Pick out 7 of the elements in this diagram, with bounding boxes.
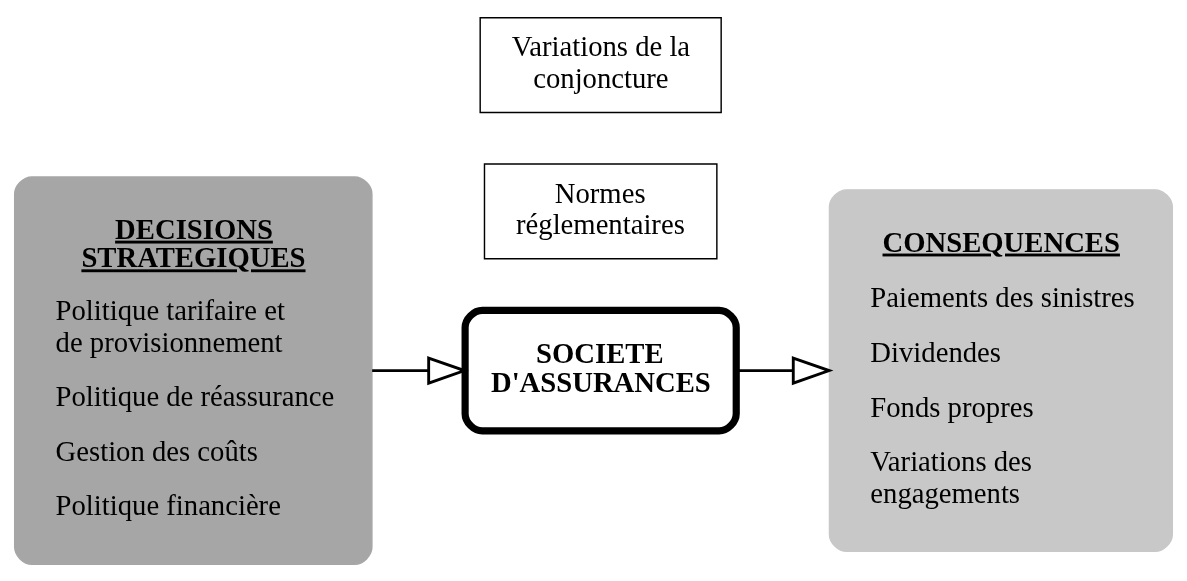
node-box: Variations de la conjoncture xyxy=(479,16,722,113)
node-box: CONSEQUENCES Paiements des sinistres Dividendes Fonds propres Variations des engagements xyxy=(828,188,1173,552)
node-box: DECISIONS STRATEGIQUES Politique tarifaire et de provisionnement Politique de réassurance Gestion des coûts Politique financière xyxy=(14,175,373,565)
arrow xyxy=(736,355,834,385)
node-box: Normes réglementaires xyxy=(483,162,718,259)
node-box: SOCIETE D'ASSURANCES xyxy=(461,306,740,434)
arrow xyxy=(372,355,469,385)
